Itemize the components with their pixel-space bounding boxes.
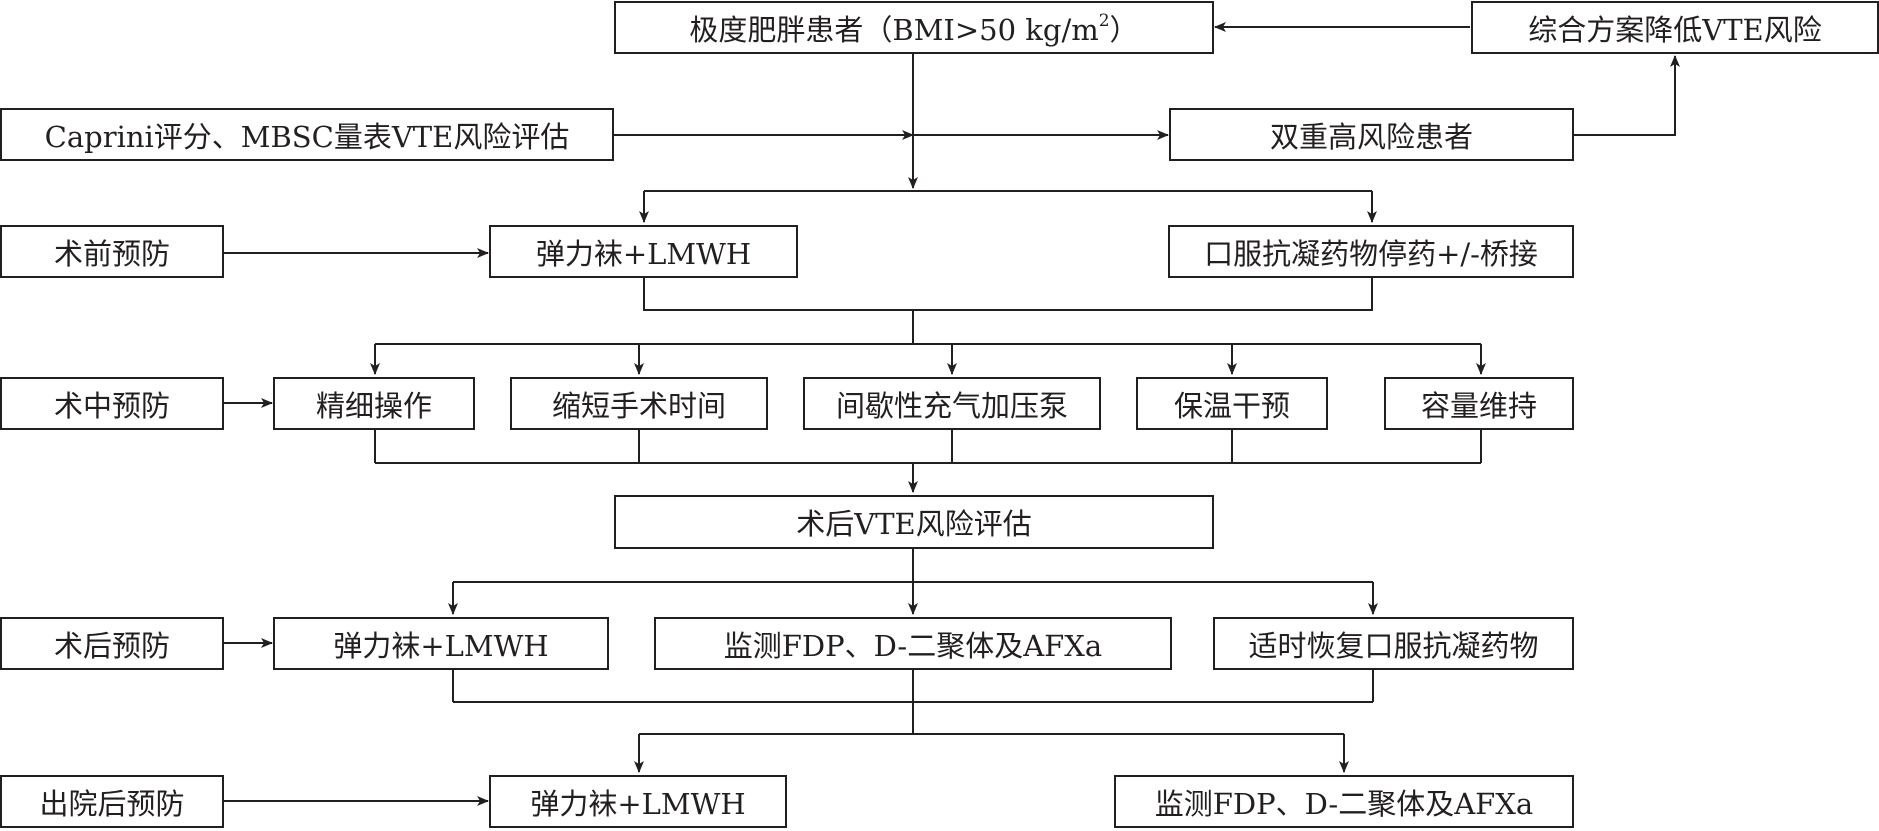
patient-text: 极度肥胖患者（BMI>50 kg/m2） <box>689 10 1139 47</box>
reduce-risk-box: 综合方案降低VTE风险 <box>1471 1 1879 54</box>
intraop-fine-op-box: 精细操作 <box>273 377 475 430</box>
postop-stockings-box: 弹力袜+LMWH <box>273 617 609 670</box>
preop-label-box: 术前预防 <box>0 225 224 278</box>
intraop-warming-box: 保温干预 <box>1136 377 1328 430</box>
preop-merge <box>643 278 1373 311</box>
intraop-label-box: 术中预防 <box>0 377 224 430</box>
risk-assessment-box: Caprini评分、MBSC量表VTE风险评估 <box>0 108 614 161</box>
double-high-risk-box: 双重高风险患者 <box>1169 108 1574 161</box>
intraop-ipc-box: 间歇性充气加压泵 <box>803 377 1101 430</box>
intraop-volume-box: 容量维持 <box>1384 377 1574 430</box>
postop-label-box: 术后预防 <box>0 617 224 670</box>
preop-stockings-box: 弹力袜+LMWH <box>489 225 798 278</box>
patient-box: 极度肥胖患者（BMI>50 kg/m2） <box>614 1 1214 54</box>
intraop-short-time-box: 缩短手术时间 <box>510 377 768 430</box>
postop-assessment-box: 术后VTE风险评估 <box>614 495 1214 549</box>
postop-resume-box: 适时恢复口服抗凝药物 <box>1213 617 1574 670</box>
arrow-double-risk-to-reduce <box>1574 55 1680 136</box>
postop-monitor-box: 监测FDP、D-二聚体及AFXa <box>654 617 1172 670</box>
discharge-monitor-box: 监测FDP、D-二聚体及AFXa <box>1114 775 1574 828</box>
preop-anticoag-box: 口服抗凝药物停药+/-桥接 <box>1168 225 1574 278</box>
discharge-stockings-box: 弹力袜+LMWH <box>489 775 787 828</box>
discharge-label-box: 出院后预防 <box>0 775 224 828</box>
